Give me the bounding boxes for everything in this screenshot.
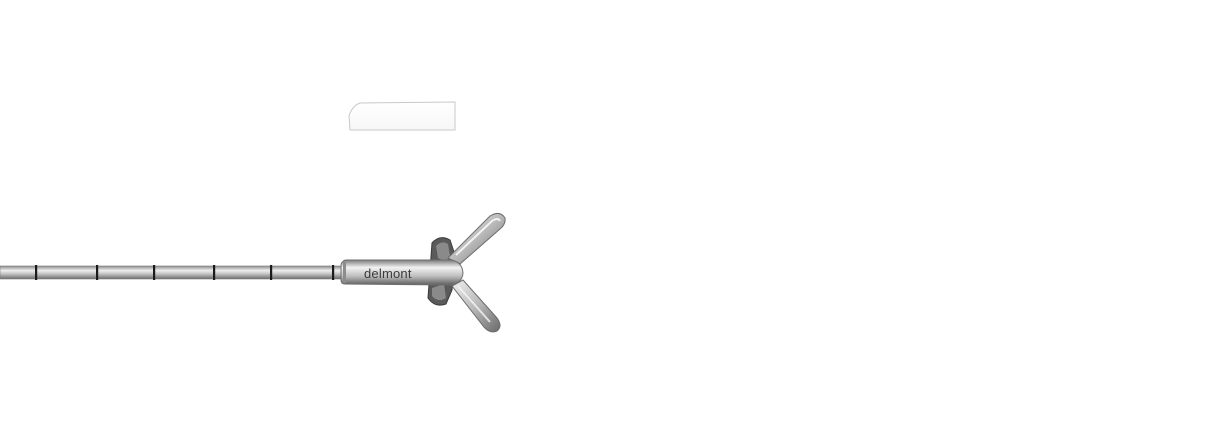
depth-mark [213,265,216,280]
upper-wing [447,212,506,265]
needle-hub: delmont [340,259,464,286]
depth-mark [153,265,156,280]
protective-cap [348,101,456,131]
depth-markings [35,265,335,280]
depth-mark [35,265,38,280]
depth-mark [332,265,335,280]
brand-label: delmont [364,266,412,281]
depth-mark [270,265,273,280]
needle-shaft [0,265,346,280]
lower-wing [451,279,501,333]
depth-mark [96,265,99,280]
